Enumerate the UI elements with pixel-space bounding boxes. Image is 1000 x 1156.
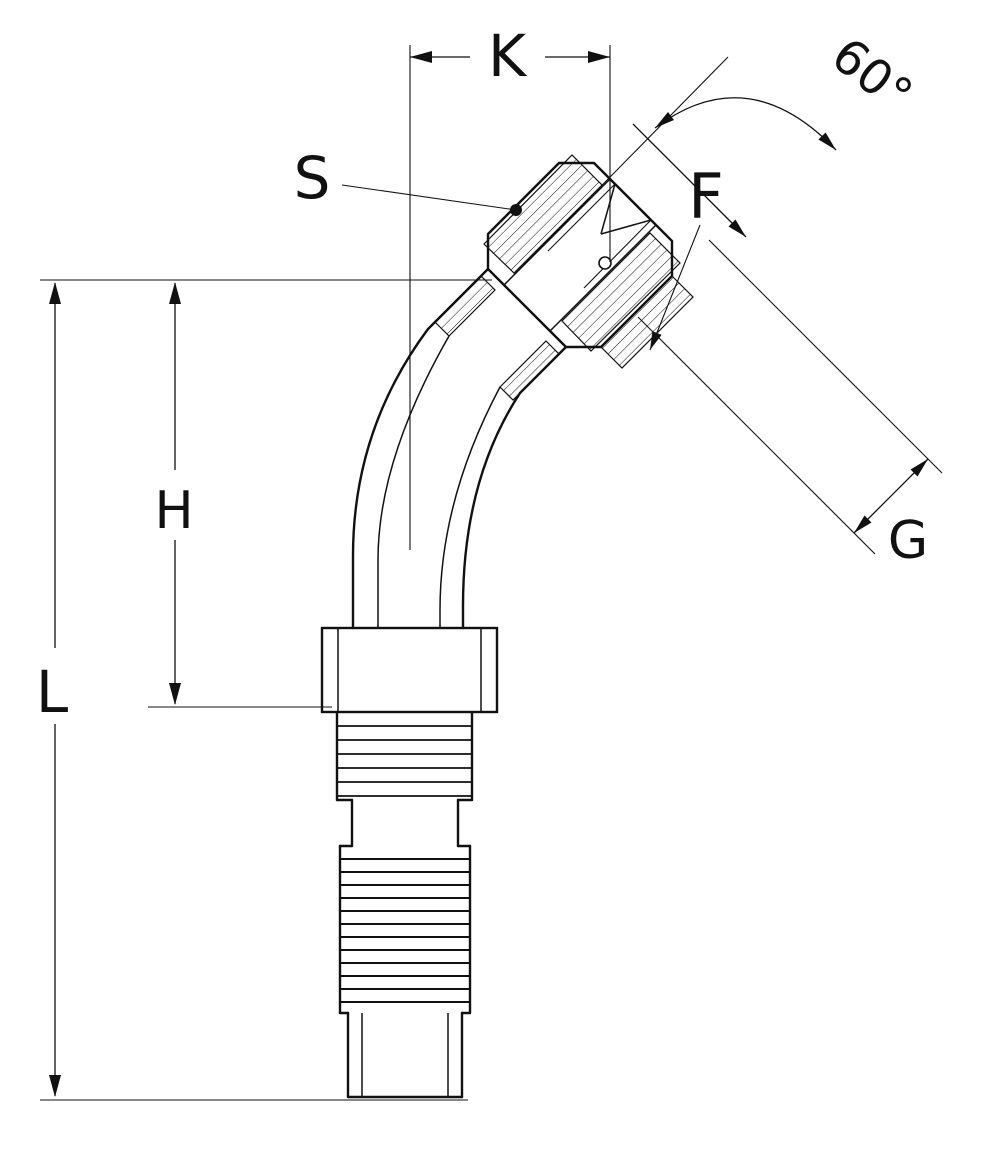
leader-f-arrow-icon — [650, 331, 662, 350]
dimension-l: L — [36, 282, 468, 1101]
leader-dot-icon — [510, 204, 522, 216]
dimension-k-label: K — [488, 22, 528, 90]
o-ring-icon — [598, 256, 612, 270]
arc-arrow-left-icon — [655, 112, 674, 128]
g-arrow-up-icon — [910, 459, 928, 477]
elbow-bend — [351, 267, 568, 630]
dimension-k: K — [409, 22, 611, 550]
arrow-left-icon — [410, 51, 432, 63]
hose-stem — [346, 1011, 464, 1099]
surface-s-label: S — [294, 144, 331, 212]
cone-angle-label: 60° — [821, 27, 923, 124]
stem-neck — [338, 798, 472, 848]
g-arrow-down-icon — [854, 515, 872, 533]
l-arrow-down-icon — [49, 1075, 61, 1097]
hose-tail-barbs — [338, 844, 472, 1015]
flank-arrow-icon — [728, 219, 746, 237]
dimension-h: H — [40, 279, 492, 708]
height-h-label: H — [154, 481, 193, 541]
h-arrow-down-icon — [169, 683, 181, 705]
length-l-label: L — [36, 658, 68, 726]
thread-g-label: G — [888, 511, 928, 571]
arc-arrow-right-icon — [818, 132, 836, 150]
arrow-right-icon — [588, 51, 610, 63]
leader-s: S — [294, 144, 522, 216]
hex-collar — [320, 626, 499, 714]
l-arrow-up-icon — [49, 282, 61, 304]
h-arrow-up-icon — [169, 282, 181, 304]
dimension-g: G — [637, 239, 943, 571]
leader-f: F — [649, 160, 724, 351]
ferrule-grooves — [335, 710, 474, 802]
